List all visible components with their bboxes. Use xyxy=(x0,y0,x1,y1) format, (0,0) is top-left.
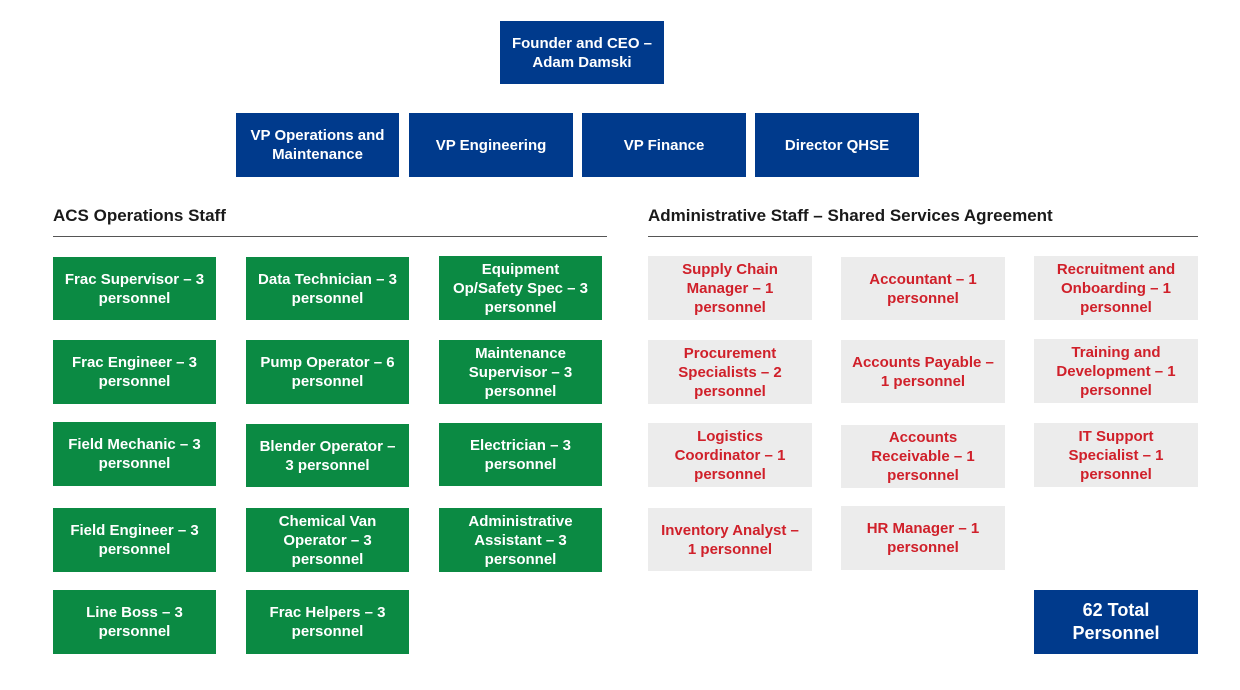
director-qhse-box: Director QHSE xyxy=(755,113,919,177)
admin-role-box: Recruitment and Onboarding – 1 personnel xyxy=(1034,256,1198,320)
admin-role-box: IT Support Specialist – 1 personnel xyxy=(1034,423,1198,487)
vp-operations-box: VP Operations and Maintenance xyxy=(236,113,399,177)
admin-role-box: Accountant – 1 personnel xyxy=(841,257,1005,320)
ops-role-box: Frac Engineer – 3 personnel xyxy=(53,340,216,404)
ops-role-box: Data Technician – 3 personnel xyxy=(246,257,409,320)
admin-role-box: Procurement Specialists – 2 personnel xyxy=(648,340,812,404)
ops-section-title: ACS Operations Staff xyxy=(53,206,226,225)
ops-role-box: Equipment Op/Safety Spec – 3 personnel xyxy=(439,256,602,320)
ops-role-box: Administrative Assistant – 3 personnel xyxy=(439,508,602,572)
vp-finance-box: VP Finance xyxy=(582,113,746,177)
ops-role-box: Pump Operator – 6 personnel xyxy=(246,340,409,404)
ops-role-box: Chemical Van Operator – 3 personnel xyxy=(246,508,409,572)
ops-role-box: Field Mechanic – 3 personnel xyxy=(53,422,216,486)
admin-role-box: Training and Development – 1 personnel xyxy=(1034,339,1198,403)
admin-role-box: Logistics Coordinator – 1 personnel xyxy=(648,423,812,487)
admin-section-title: Administrative Staff – Shared Services A… xyxy=(648,206,1053,225)
ceo-box: Founder and CEO – Adam Damski xyxy=(500,21,664,84)
ops-role-box: Field Engineer – 3 personnel xyxy=(53,508,216,572)
ops-role-box: Blender Operator – 3 personnel xyxy=(246,424,409,487)
ops-divider xyxy=(53,236,607,237)
vp-engineering-box: VP Engineering xyxy=(409,113,573,177)
ops-role-box: Frac Supervisor – 3 personnel xyxy=(53,257,216,320)
ops-role-box: Line Boss – 3 personnel xyxy=(53,590,216,654)
admin-role-box: Accounts Payable – 1 personnel xyxy=(841,340,1005,403)
admin-role-box: Inventory Analyst – 1 personnel xyxy=(648,508,812,571)
ops-role-box: Electrician – 3 personnel xyxy=(439,423,602,486)
admin-divider xyxy=(648,236,1198,237)
total-personnel-box: 62 Total Personnel xyxy=(1034,590,1198,654)
ops-role-box: Frac Helpers – 3 personnel xyxy=(246,590,409,654)
admin-role-box: Supply Chain Manager – 1 personnel xyxy=(648,256,812,320)
ops-role-box: Maintenance Supervisor – 3 personnel xyxy=(439,340,602,404)
admin-role-box: HR Manager – 1 personnel xyxy=(841,506,1005,570)
admin-role-box: Accounts Receivable – 1 personnel xyxy=(841,425,1005,488)
